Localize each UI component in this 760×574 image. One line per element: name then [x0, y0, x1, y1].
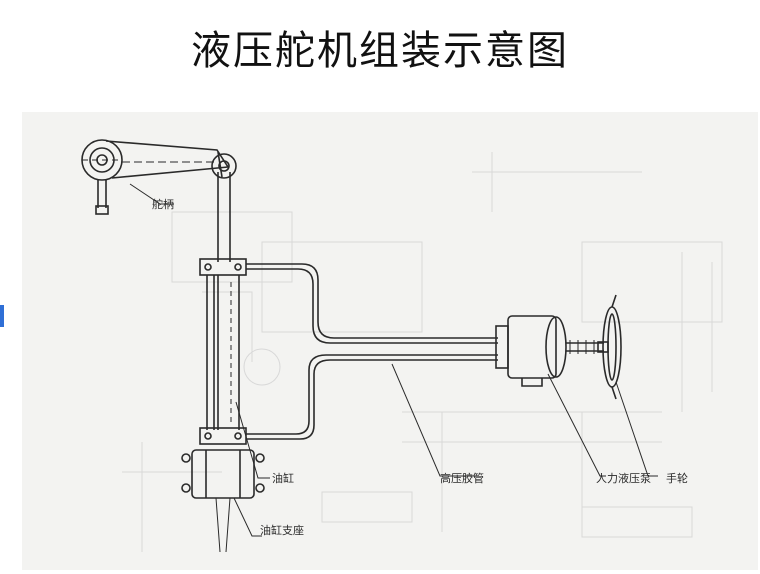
assembly-diagram: 舵柄 油缸 高压胶管 人力液压泵 手轮 油缸支座	[22, 112, 758, 570]
label-tiller: 舵柄	[152, 197, 174, 211]
manual-hydraulic-pump	[495, 315, 604, 387]
label-hose: 高压胶管	[440, 471, 484, 485]
leader-lines	[129, 183, 658, 537]
high-pressure-hoses	[246, 263, 498, 440]
edge-marker	[0, 305, 4, 327]
label-support: 油缸支座	[260, 523, 304, 537]
handwheel	[597, 294, 622, 400]
label-pump: 人力液压泵	[596, 471, 651, 485]
label-handwheel: 手轮	[666, 471, 688, 485]
background-ghost-lines	[122, 152, 723, 552]
hydraulic-cylinder	[199, 258, 247, 445]
cylinder-support	[181, 449, 265, 553]
page-title: 液压舵机组装示意图	[191, 28, 569, 74]
piston-rod	[211, 153, 237, 262]
label-cylinder: 油缸	[272, 471, 294, 485]
